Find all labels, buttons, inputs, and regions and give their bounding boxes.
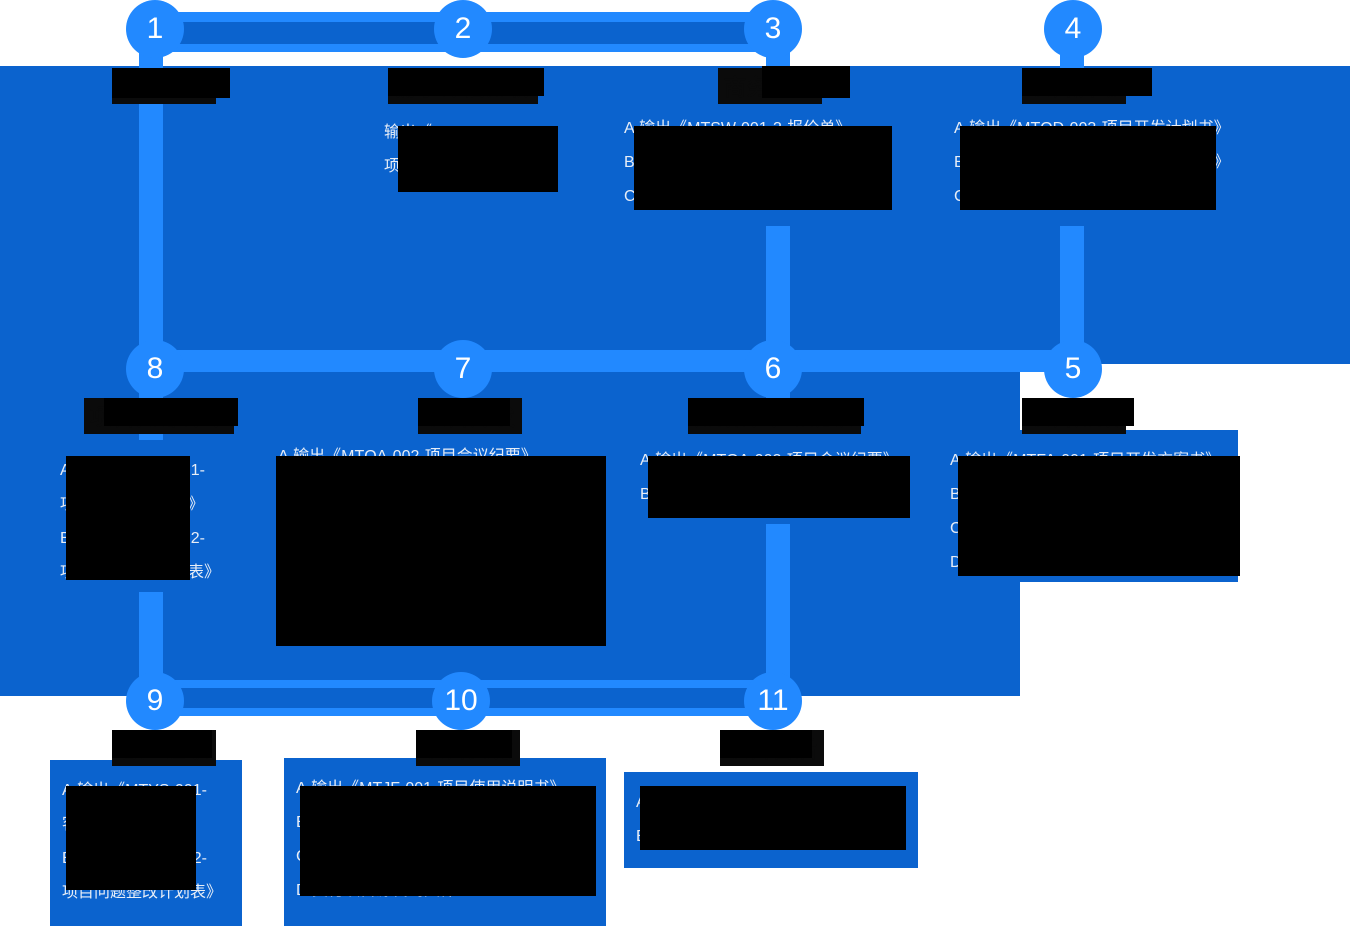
content-line: D.输出《MTFA-003-项目接口文档》	[950, 554, 1207, 571]
content-box-10: A.输出《MTJF-001-项目使用说明书》 B.输出《MTJF-002-常见问…	[284, 758, 606, 926]
content-line: A.输出《MTYS-001-	[62, 782, 207, 799]
node-circle-2[interactable]: 2	[434, 0, 492, 58]
content-line: C.输出《MTQD-001-项目立项书》	[954, 188, 1199, 205]
step-title-4: 项目启动	[1022, 68, 1127, 104]
content-line: B.输出《MTJF-002-常见问题自查说明书》	[296, 814, 598, 831]
node-circle-5[interactable]: 5	[1044, 340, 1102, 398]
content-line: B.输出《MTKF-002-项目内测bug清单记录表》	[278, 482, 609, 499]
content-line: A.输出《MTQA-002-项目会议纪要》	[640, 452, 899, 469]
content-line: A.输出《MTFA-001-项目开发方案书》	[950, 452, 1222, 469]
content-line: A.输出《MTQA-002-项目会议纪要》	[278, 448, 537, 465]
content-box-5: A.输出《MTFA-001-项目开发方案书》 B.输出界面ui设计原型 C.输出…	[938, 430, 1238, 582]
content-line: B.更新《MTFA-001-项目开发方案书》	[640, 486, 912, 503]
content-line: B.输出《MTYS-002-	[60, 530, 205, 547]
content-line: B.输出《MTSW-002-5-软件开发合同》	[624, 154, 900, 171]
step-title-3: 商务谈判	[718, 68, 823, 104]
content-line: 项目内部评审报告》	[60, 496, 205, 513]
node-circle-1[interactable]: 1	[126, 0, 184, 58]
content-line: B.输出《MTSH-002-客户售后派工单》	[636, 828, 910, 845]
content-box-3: A.输出《MTSW-001-3-报价单》 B.输出《MTSW-002-5-软件开…	[612, 98, 904, 226]
content-line: D.输出《MTKF-005-项目方案变更记录表》	[278, 550, 583, 567]
node-circle-8[interactable]: 8	[126, 340, 184, 398]
content-line: 客户测试反馈表》	[62, 816, 191, 833]
node-circle-7[interactable]: 7	[434, 340, 492, 398]
step-title-7: 项目开发	[418, 398, 523, 434]
content-line: 项目问题整改计划表》	[62, 884, 223, 901]
step-title-2: 需求评估分析	[388, 68, 539, 104]
content-line: 输出《MTFX-002-1-	[384, 124, 528, 141]
content-box-9: A.输出《MTYS-001- 客户测试反馈表》 B.输出《MTYS-002- 项…	[50, 760, 242, 926]
content-line: D.交付项目源代码文件	[296, 882, 457, 899]
content-line: A.输出《MTPS-001-	[60, 462, 205, 479]
content-line: C.输出《MTJF-003-项目交付确认书》	[296, 848, 567, 865]
step-title-8: 项目内部评审	[84, 398, 235, 434]
content-line: C.输出《MTFA-002-数据设计格式文档》	[950, 520, 1239, 537]
content-line: B.输出界面ui设计原型	[950, 486, 1106, 503]
content-line: C.输出《MTSW-003-项目派工单》	[624, 188, 870, 205]
node-circle-3[interactable]: 3	[744, 0, 802, 58]
step-title-10: 项目交付	[416, 730, 521, 766]
content-box-4: A.输出《MTQD-003-项目开发计划书》 B.输出《MTQD-002-项目成…	[942, 98, 1230, 226]
content-box-8: A.输出《MTPS-001- 项目内部评审报告》 B.输出《MTYS-002- …	[48, 440, 221, 592]
node-circle-9[interactable]: 9	[126, 672, 184, 730]
content-box-6: A.输出《MTQA-002-项目会议纪要》 B.更新《MTFA-001-项目开发…	[628, 430, 918, 524]
content-box-2: 输出《MTFX-002-1- 项目需求分析书》	[372, 102, 550, 198]
node-circle-4[interactable]: 4	[1044, 0, 1102, 58]
content-line: A.输出《MTSH-001-客户测试反馈表》	[636, 794, 910, 811]
step-title-6: 方案评审与确认	[688, 398, 862, 434]
content-line: 项目问题整改计划表》	[60, 564, 221, 581]
content-line: A.输出《MTQD-003-项目开发计划书》	[954, 120, 1230, 137]
content-line: A.输出《MTSW-001-3-报价单》	[624, 120, 852, 137]
content-line: B.输出《MTYS-002-	[62, 850, 207, 867]
node-circle-11[interactable]: 11	[744, 672, 802, 730]
content-line: F.输出项目源代码文件	[278, 618, 435, 635]
content-box-7: A.输出《MTQA-002-项目会议纪要》 B.输出《MTKF-002-项目内测…	[266, 426, 614, 654]
content-line: 项目需求分析书》	[384, 158, 513, 175]
step-title-1: 需求接入	[112, 68, 217, 104]
step-title-5: 项目方案	[1022, 398, 1127, 434]
step-title-11: 项目售后	[720, 730, 825, 766]
content-line: A.输出《MTJF-001-项目使用说明书》	[296, 780, 566, 797]
rail-row2	[150, 350, 1080, 372]
node-circle-6[interactable]: 6	[744, 340, 802, 398]
content-box-11: A.输出《MTSH-001-客户测试反馈表》 B.输出《MTSH-002-客户售…	[624, 772, 918, 868]
content-line: B.输出《MTQD-002-项目成员分工表》	[954, 154, 1230, 171]
content-line: C.输出《MTKF-003-项目问题整改计划表》	[278, 516, 583, 533]
step-title-9: 客户验收	[112, 730, 217, 766]
content-line: E.输出《MTKF-006-项目方案变更通知单》	[278, 584, 583, 601]
node-circle-10[interactable]: 10	[432, 672, 490, 730]
